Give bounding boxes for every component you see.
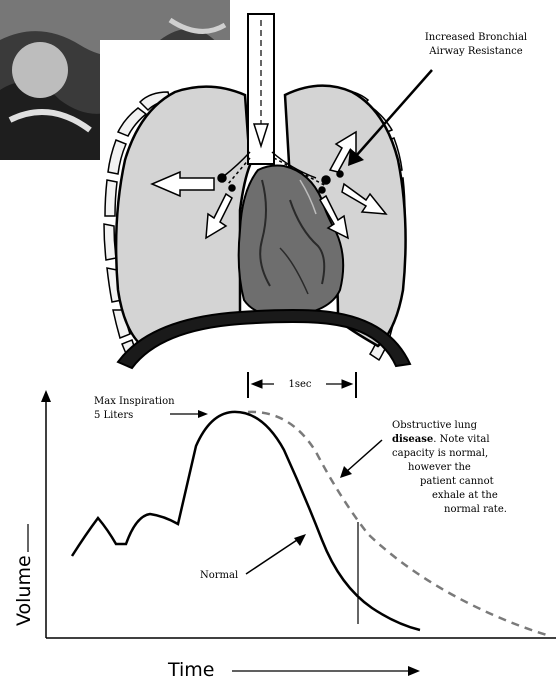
obstructive-curve: [248, 412, 550, 636]
svg-text:Max Inspiration: Max Inspiration: [94, 396, 175, 407]
time-arrow: [232, 666, 420, 676]
svg-text:normal rate.: normal rate.: [444, 504, 507, 515]
svg-text:disease. Note vital: disease. Note vital: [392, 434, 490, 445]
max-inspiration-arrow: [170, 410, 208, 418]
svg-text:Obstructive lung: Obstructive lung: [392, 420, 478, 431]
normal-curve: [72, 412, 420, 630]
svg-text:5 Liters: 5 Liters: [94, 410, 133, 421]
normal-arrow: [246, 534, 306, 574]
svg-text:however the: however the: [408, 462, 471, 473]
max-inspiration-label: Max Inspiration 5 Liters: [94, 396, 175, 421]
svg-text:capacity is normal,: capacity is normal,: [392, 448, 488, 459]
one-second-marker: [248, 372, 358, 624]
y-axis: [41, 390, 51, 638]
spirometry-chart: 1sec Max Inspiration 5 Liters Obstructiv…: [13, 372, 556, 681]
x-axis-label: Time: [167, 659, 215, 681]
one-second-label: 1sec: [288, 379, 311, 390]
svg-text:exhale at the: exhale at the: [432, 490, 498, 501]
svg-text:Airway Resistance: Airway Resistance: [428, 46, 522, 57]
y-axis-label: Volume: [13, 555, 35, 626]
obstructive-arrow: [340, 440, 382, 478]
obstructive-label: Obstructive lung disease. Note vital cap…: [392, 420, 507, 515]
airway-resistance-label: Increased Bronchial Airway Resistance: [425, 32, 527, 57]
svg-text:patient cannot: patient cannot: [420, 476, 494, 487]
trachea-icon: [248, 14, 274, 164]
normal-label: Normal: [200, 570, 238, 581]
svg-text:Increased Bronchial: Increased Bronchial: [425, 32, 527, 43]
